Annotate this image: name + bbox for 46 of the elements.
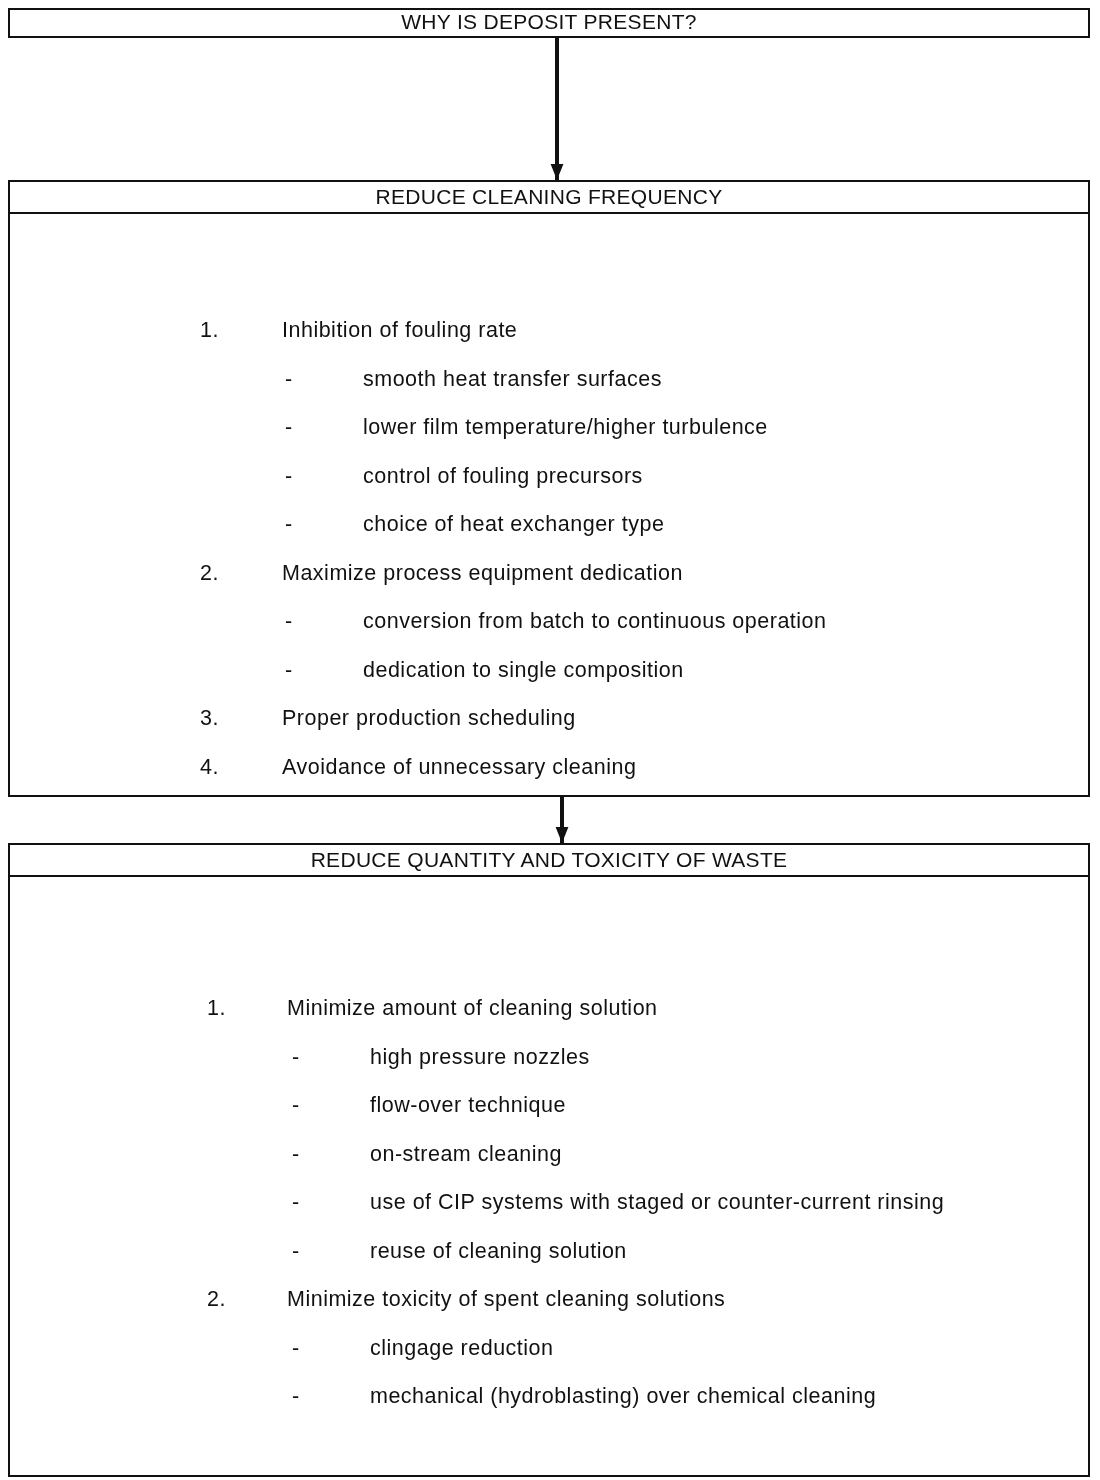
process-box xyxy=(8,843,1090,1477)
bullet-dash: - xyxy=(292,1383,301,1410)
list-item-text: Minimize toxicity of spent cleaning solutions xyxy=(287,1286,727,1313)
list-item-text: Maximize process equipment dedication xyxy=(282,559,684,587)
list-item-text: smooth heat transfer surfaces xyxy=(363,365,663,393)
bullet-dash: - xyxy=(285,656,294,684)
item-number: 4. xyxy=(200,753,220,781)
bullet-dash: - xyxy=(285,608,294,635)
bullet-dash: - xyxy=(292,1140,301,1168)
list-item-text: flow-over technique xyxy=(370,1092,567,1119)
list-item-text: lower film temperature/higher turbulence xyxy=(363,414,769,441)
list-item-text: conversion from batch to continuous operation xyxy=(363,608,828,635)
list-item-text: control of fouling precursors xyxy=(363,462,644,490)
bullet-dash: - xyxy=(292,1043,301,1071)
bullet-dash: - xyxy=(292,1237,301,1265)
list-item-text: reuse of cleaning solution xyxy=(370,1237,628,1265)
list-item-text: Proper production scheduling xyxy=(282,705,577,732)
item-number: 1. xyxy=(200,317,220,344)
bullet-dash: - xyxy=(285,511,294,538)
bullet-dash: - xyxy=(285,414,294,441)
arrow xyxy=(555,797,569,843)
list-item-text: Avoidance of unnecessary cleaning xyxy=(282,753,638,781)
list-item-text: dedication to single composition xyxy=(363,656,685,684)
list-item-text: Minimize amount of cleaning solution xyxy=(287,995,659,1022)
bullet-dash: - xyxy=(285,462,294,490)
item-number: 3. xyxy=(200,705,220,732)
process-box xyxy=(8,8,1090,38)
item-number: 1. xyxy=(207,995,227,1022)
item-number: 2. xyxy=(200,559,220,587)
box-heading: REDUCE QUANTITY AND TOXICITY OF WASTE xyxy=(10,845,1088,877)
list-item-text: mechanical (hydroblasting) over chemical cleaning xyxy=(370,1383,878,1410)
box-heading: REDUCE CLEANING FREQUENCY xyxy=(10,182,1088,214)
list-item-text: high pressure nozzles xyxy=(370,1043,591,1071)
list-item-text: clingage reduction xyxy=(370,1334,555,1362)
item-number: 2. xyxy=(207,1286,227,1313)
list-item-text: choice of heat exchanger type xyxy=(363,511,666,538)
list-item-text: use of CIP systems with staged or counter-current rinsing xyxy=(370,1189,946,1216)
bullet-dash: - xyxy=(292,1092,301,1119)
list-item-text: on-stream cleaning xyxy=(370,1140,563,1168)
box-heading: WHY IS DEPOSIT PRESENT? xyxy=(400,10,698,35)
process-box xyxy=(8,180,1090,797)
bullet-dash: - xyxy=(285,365,294,393)
bullet-dash: - xyxy=(292,1334,301,1362)
bullet-dash: - xyxy=(292,1189,301,1216)
arrow xyxy=(550,38,564,180)
list-item-text: Inhibition of fouling rate xyxy=(282,317,519,344)
